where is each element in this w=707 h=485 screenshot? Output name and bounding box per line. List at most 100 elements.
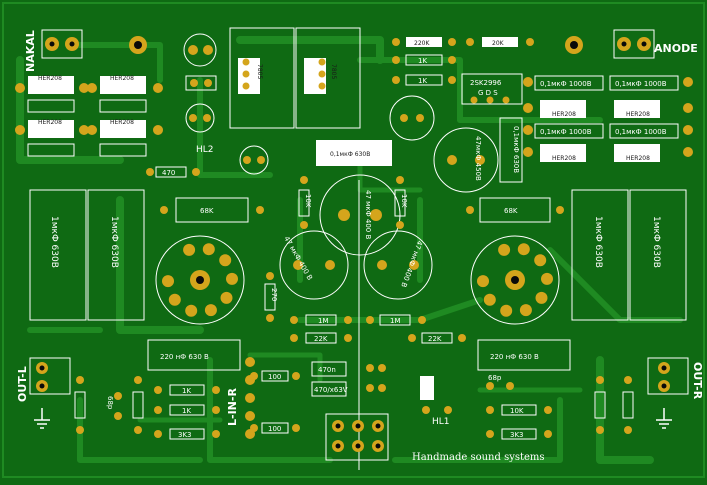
tube-pin-pad (168, 293, 181, 306)
svg-text:1мкФ 630В: 1мкФ 630В (651, 216, 661, 268)
transistor-2sk2996: 2SK2996 G D S (461, 73, 523, 105)
svg-text:HER208: HER208 (626, 155, 650, 162)
nakal-label: NAKAL (24, 30, 37, 72)
tube-pin-pad (220, 291, 233, 304)
resistor-270: 270 (264, 272, 278, 322)
svg-text:0,1мкФ 630В: 0,1мкФ 630В (512, 126, 520, 173)
tube-pin-pad (185, 304, 198, 317)
anode-connector (613, 29, 655, 59)
svg-text:0,1мкФ 1000В: 0,1мкФ 1000В (615, 80, 667, 88)
svg-text:47мкФ 450В: 47мкФ 450В (474, 136, 482, 181)
tube-pin-pad (500, 304, 513, 317)
tube-pin-pad (541, 272, 553, 285)
svg-text:470: 470 (162, 169, 175, 177)
svg-text:10K: 10K (510, 407, 524, 415)
led-hl2 (239, 145, 269, 175)
svg-text:47 мкФ 400 В: 47 мкФ 400 В (364, 190, 372, 239)
out-l-connector (29, 357, 71, 395)
tube-pin-pad (162, 275, 174, 288)
svg-text:1мкФ 630В: 1мкФ 630В (109, 216, 119, 268)
svg-text:470/x63V: 470/x63V (314, 386, 348, 394)
resistor-1k-a: 1K (392, 54, 456, 66)
small-cap-top (183, 33, 217, 133)
svg-text:68K: 68K (200, 207, 214, 215)
resistor-3k3-right: 3K3 (486, 428, 552, 440)
ground-icon (34, 408, 50, 429)
svg-text:1M: 1M (318, 317, 329, 325)
cap-68p-right: 68p (486, 374, 514, 390)
resistor-22k-b: 22K (408, 332, 466, 344)
film-cap-right-1: 1мкФ 630В (571, 189, 629, 321)
svg-text:270: 270 (270, 288, 278, 301)
cap-electrolytic-small (389, 95, 435, 141)
diode-pads-left (15, 83, 163, 135)
resistor-100-b: 100 (250, 422, 300, 434)
svg-text:68p: 68p (488, 374, 502, 382)
svg-text:220K: 220K (414, 40, 430, 47)
resistor-vertical-right (594, 376, 634, 434)
tube-pins-right (477, 243, 553, 317)
tube-pin-pad (226, 272, 238, 285)
tube-socket-right (470, 235, 560, 325)
cap-220nf-left: 220 нФ 630 В (147, 339, 241, 371)
resistor-10k-v2: 10K (394, 176, 408, 229)
caps-0-1uf-1000v: 0,1мкФ 1000В 0,1мкФ 1000В 0,1мкФ 1000В 0… (534, 75, 679, 139)
hl1-label: HL1 (432, 417, 450, 427)
out-l-label: OUT-L (16, 366, 29, 402)
board-outline (2, 2, 705, 478)
cap-47uf-450v: 47мкФ 450В (433, 127, 499, 193)
resistor-vertical-3k3 (132, 376, 144, 434)
tube-socket-left (155, 235, 245, 325)
cap-470n-right (366, 364, 386, 392)
diode-label: HER208 (38, 119, 62, 126)
led-hl1 (420, 376, 452, 414)
tube-pin-pad (477, 275, 489, 288)
svg-text:100: 100 (268, 373, 281, 381)
diode-label: HER208 (110, 75, 134, 82)
cap-220nf-right: 220 нФ 630 В (477, 339, 571, 371)
svg-text:0,1мкФ 630В: 0,1мкФ 630В (330, 151, 370, 158)
film-cap-right-2: 1мкФ 630В (629, 189, 687, 321)
resistor-3k3-left: 3K3 (154, 428, 220, 440)
svg-text:2SK2996: 2SK2996 (470, 79, 502, 87)
svg-text:HER208: HER208 (552, 111, 576, 118)
svg-text:0,1мкФ 1000В: 0,1мкФ 1000В (540, 128, 592, 136)
tube-pin-pad (498, 243, 511, 256)
svg-text:1мкФ 630В: 1мкФ 630В (593, 216, 603, 268)
svg-text:HER208: HER208 (626, 111, 650, 118)
resistor-10k-v1: 10K (298, 176, 312, 229)
cap-47uf-400v-a: 47 мкФ 400 В (319, 174, 401, 256)
svg-text:220 нФ 630 В: 220 нФ 630 В (490, 353, 539, 361)
tube-pin-pad (219, 254, 232, 267)
resistor-22k-a: 22K (290, 332, 352, 344)
svg-text:G D S: G D S (478, 89, 498, 97)
footer-text: Handmade sound systems (412, 452, 545, 463)
tube-pin-pad (204, 304, 217, 317)
svg-text:1мкФ 630В: 1мкФ 630В (49, 216, 59, 268)
resistor-1k-b: 1K (392, 74, 456, 86)
resistor-10k-right: 10K (486, 404, 552, 416)
resistor-1k-d: 1K (154, 404, 220, 416)
anode-label: ANODE (654, 42, 698, 55)
ground-icon (656, 408, 672, 429)
out-r-label: OUT-R (691, 362, 704, 400)
svg-text:0,1мкФ 1000В: 0,1мкФ 1000В (615, 128, 667, 136)
mounting-hole-tr (565, 36, 583, 54)
resistor-68k-left: 68K (160, 197, 264, 223)
rectifier-diodes-right: HER208 HER208 HER208 HER208 (540, 100, 660, 162)
regulator-1: 7805 (229, 27, 295, 129)
diode-label: HER208 (38, 75, 62, 82)
film-cap-left-2: 1мкФ 630В (87, 189, 145, 321)
svg-text:3K3: 3K3 (510, 431, 524, 439)
reg2-label: 7805 (330, 64, 337, 79)
cap-68p-left: 68p (106, 392, 122, 420)
svg-text:1K: 1K (182, 387, 191, 395)
svg-text:1K: 1K (418, 57, 427, 65)
resistor-100-a: 100 (250, 370, 300, 382)
resistor-220k: 220K (392, 37, 456, 47)
resistor-1k-c: 1K (154, 384, 220, 396)
resistor-470: 470 (146, 166, 200, 178)
svg-text:470n: 470n (318, 366, 336, 374)
resistor-vertical-left (74, 376, 86, 434)
svg-text:3K3: 3K3 (178, 431, 192, 439)
